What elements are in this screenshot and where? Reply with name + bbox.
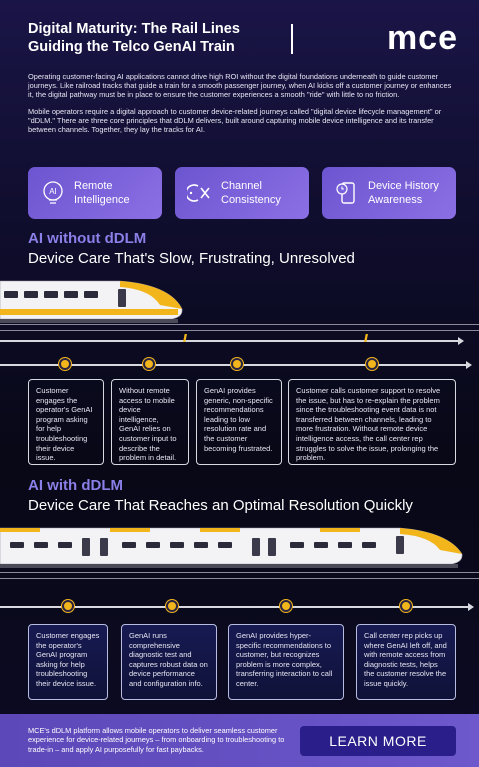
track-break-icon: // — [183, 333, 187, 345]
timeline-marker — [280, 600, 292, 612]
pillar-device-history-awareness: Device History Awareness — [322, 167, 456, 219]
rail-track — [0, 330, 479, 331]
pillar-label-line1: Device History — [368, 180, 439, 192]
pillar-label-line1: Channel — [221, 180, 262, 192]
ai-lightbulb-icon: AI — [43, 181, 63, 204]
rail-track — [0, 572, 479, 573]
section-heading-with: AI with dDLM — [28, 477, 123, 494]
cx-channel-icon — [187, 184, 210, 202]
mce-logo: mce — [386, 19, 458, 57]
step-card: Customer engages the operator's GenAI pr… — [28, 624, 108, 700]
pillar-label-line2: Awareness — [368, 194, 423, 206]
svg-text:AI: AI — [49, 187, 57, 196]
timeline-marker — [166, 600, 178, 612]
timeline-marker — [62, 600, 74, 612]
track-break-icon: // — [364, 333, 368, 345]
header: Digital Maturity: The Rail Lines Guiding… — [28, 20, 458, 60]
timeline-marker — [231, 358, 243, 370]
page-title-line2: Guiding the Telco GenAI Train — [28, 39, 235, 55]
timeline-marker — [59, 358, 71, 370]
arrow-right-icon — [468, 603, 474, 611]
step-card: Call center rep picks up where GenAI lef… — [356, 624, 456, 700]
section-heading-without: AI without dDLM — [28, 230, 147, 247]
rail-track — [0, 578, 479, 579]
footer-text: MCE's dDLM platform allows mobile operat… — [28, 726, 285, 754]
pillar-label-line1: Remote — [74, 180, 113, 192]
pillar-label-line2: Consistency — [221, 194, 281, 206]
timeline-marker — [366, 358, 378, 370]
intro-paragraph-2: Mobile operators require a digital appro… — [28, 107, 442, 134]
pillar-label: Remote Intelligence — [74, 179, 130, 207]
arrow-right-icon — [458, 337, 464, 345]
timeline-marker — [400, 600, 412, 612]
timeline-marker — [143, 358, 155, 370]
header-divider — [291, 24, 293, 54]
section-subheading-with: Device Care That Reaches an Optimal Reso… — [28, 497, 413, 514]
step-card: GenAI provides generic, non-specific rec… — [196, 379, 282, 465]
step-card: GenAI provides hyper-specific recommenda… — [228, 624, 344, 700]
arrow-right-icon — [466, 361, 472, 369]
pillar-label: Channel Consistency — [221, 179, 281, 207]
train-illustration-without — [0, 280, 183, 323]
step-card: Customer calls customer support to resol… — [288, 379, 456, 465]
rail-track — [0, 324, 479, 325]
intro-paragraph-1: Operating customer-facing AI application… — [28, 72, 452, 99]
step-card: Customer engages the operator's GenAI pr… — [28, 379, 104, 465]
principles-row: AI Remote Intelligence Channel Consisten… — [28, 167, 456, 219]
page-title-line1: Digital Maturity: The Rail Lines — [28, 21, 240, 37]
pillar-label: Device History Awareness — [368, 179, 439, 207]
footer-banner: MCE's dDLM platform allows mobile operat… — [0, 714, 479, 767]
section-subheading-without: Device Care That's Slow, Frustrating, Un… — [28, 250, 355, 267]
pillar-label-line2: Intelligence — [74, 194, 130, 206]
learn-more-button[interactable]: LEARN MORE — [300, 726, 456, 756]
device-history-icon — [336, 182, 355, 204]
pillar-channel-consistency: Channel Consistency — [175, 167, 309, 219]
timeline-with — [0, 603, 474, 611]
train-illustration-with — [0, 527, 463, 568]
pillar-remote-intelligence: AI Remote Intelligence — [28, 167, 162, 219]
step-card: Without remote access to mobile device i… — [111, 379, 189, 465]
step-card: GenAI runs comprehensive diagnostic test… — [121, 624, 217, 700]
page-title: Digital Maturity: The Rail Lines Guiding… — [28, 20, 458, 56]
intro: Operating customer-facing AI application… — [28, 72, 456, 142]
timeline-without — [0, 337, 464, 345]
